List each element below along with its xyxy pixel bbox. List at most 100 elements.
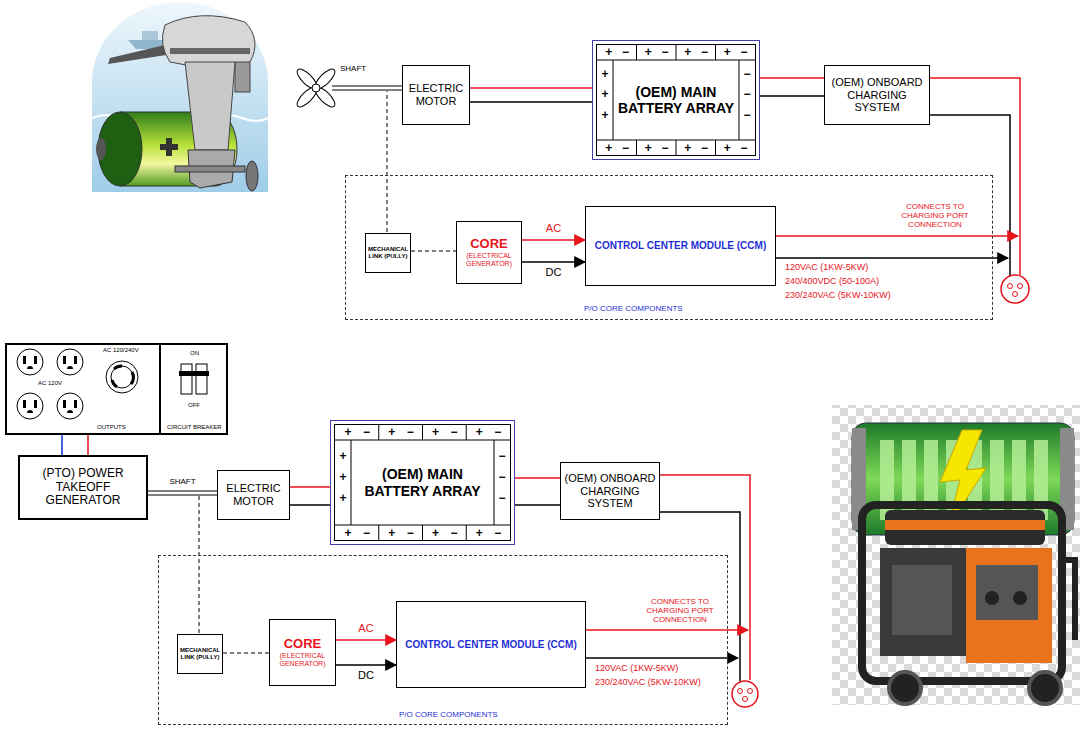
annotation: 230/240VAC (5KW-10KW) [595,678,701,688]
node-text: OUTPUTS [97,424,126,431]
connector [62,435,63,455]
cell-line [378,525,379,541]
wire [87,435,89,455]
node-text: OFF [188,402,200,409]
module-box: CONTROL CENTER MODULE (CCM) [585,206,776,286]
motor-box: ELECTRIC MOTOR [217,470,290,520]
edge-label: AC [546,222,561,234]
edge-label: DC [358,669,374,681]
cell-line [715,140,716,156]
wire [336,639,396,641]
propeller-symbol [294,66,337,109]
connector [522,262,585,263]
wire [411,251,456,252]
connector [522,240,585,241]
outlet-panel-symbols [111,366,133,388]
polarity-sign: − [494,527,501,539]
generator-illustration [892,565,952,635]
polarity-sign: + [388,426,395,438]
propeller-symbol [312,84,320,92]
polarity-sign: − [407,527,414,539]
outlet-panel-symbols [57,393,83,419]
outlet-panel-symbols [17,349,43,375]
polarity-sign: + [345,527,352,539]
charging-port-symbol [732,681,758,707]
node-text: ON [190,350,199,357]
polarity-sign: − [407,426,414,438]
polarity-sign: + [601,88,608,100]
outboard-illustration [246,161,258,191]
cell-line [676,44,677,60]
annotation: 120VAC (1KW-5KW) [785,263,868,273]
outboard-illustration [108,45,166,64]
node-text: CORE [470,237,508,252]
generator-illustration [862,505,1062,681]
link-box: MECHANICAL LINK (PULLY) [365,233,411,273]
connector [515,478,560,479]
wire [61,435,63,455]
polarity-sign: + [339,450,346,462]
outlet-panel: AC 120/240VAC 120VOUTPUTSONOFFCIRCUIT BR… [5,343,228,435]
node-text: (ELECTRICAL GENERATOR) [272,652,333,668]
outlet-panel-symbols [57,349,83,375]
polarity-sign: + [645,46,652,58]
static-wires [930,115,1010,276]
shaft-line [148,495,217,496]
polarity-sign: − [450,426,457,438]
node-text: (OEM) MAIN BATTERY ARRAY [617,84,735,116]
static-wires [930,78,1020,275]
polarity-sign: + [605,46,612,58]
charging-port-symbol [738,689,743,694]
component-group: P/O CORE COMPONENTS MECHANICAL LINK (PULL… [345,175,993,320]
battery-cell-grid [335,44,755,541]
node-text: P/O CORE COMPONENTS [584,304,683,313]
connector [223,653,269,654]
cell-line [636,140,637,156]
node-text: (PTO) POWER TAKEOFF GENERATOR [22,467,144,508]
cell-line [422,525,423,541]
generator-illustration [885,510,1045,545]
generator-illustration [832,405,1080,705]
charging-port-symbol [732,681,758,707]
node-text: AC 120V [38,380,62,387]
battery-array: (OEM) MAIN BATTERY ARRAY [592,40,760,160]
charging-port-symbol [748,689,753,694]
wire [760,95,824,97]
static-wires [586,657,738,659]
generator-illustration [985,591,999,605]
annotation: 120VAC (1KW-5KW) [595,664,678,674]
static-wires [776,235,1018,237]
node-text: ELECTRIC MOTOR [220,482,287,507]
static-wires [199,78,1020,681]
outboard-illustration [175,166,245,172]
wire [515,477,560,479]
generator-illustration [880,548,968,656]
charging-port-symbol [1008,284,1013,289]
generator-illustration [832,405,1080,705]
cell-line [676,140,677,156]
polarity-sign: − [701,142,708,154]
wire [336,664,396,666]
connector [88,435,89,455]
node-text: MECHANICAL LINK (PULLY) [368,246,408,260]
wire [515,504,560,506]
edge-label: AC [358,622,373,634]
shaft-line [148,491,217,492]
cell-line [613,60,614,140]
wire [760,77,824,79]
cell-line [715,44,716,60]
static-wires [660,475,750,680]
wire [522,261,585,263]
propeller-symbol [312,84,337,109]
annotation: 240/400VDC (50-100A) [785,277,879,287]
cell-line [739,60,740,140]
outlet-panel-symbols [106,361,138,393]
node-text: CONTROL CENTER MODULE (CCM) [405,639,576,651]
motor-box: ELECTRIC MOTOR [402,65,470,125]
polarity-sign: − [740,142,747,154]
connector [290,487,330,488]
node-text: (OEM) MAIN BATTERY ARRAY [355,466,490,498]
wire [223,653,269,654]
battery-array: (OEM) MAIN BATTERY ARRAY [330,420,515,545]
propeller-symbol [294,84,319,109]
